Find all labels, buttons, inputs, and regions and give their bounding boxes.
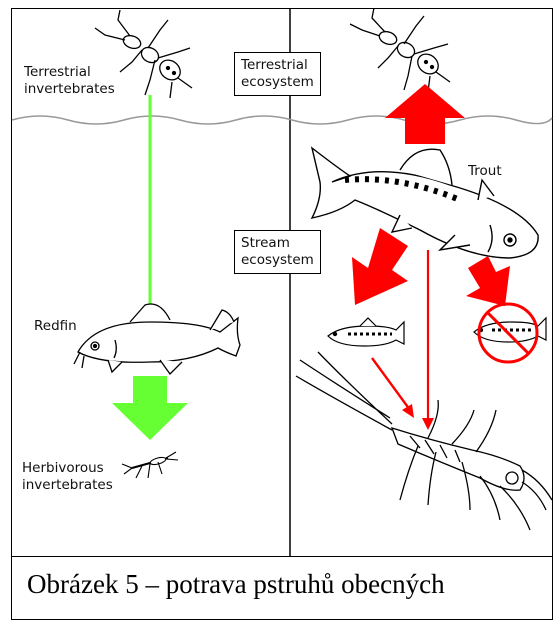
stream-ecosystem-line2: ecosystem — [241, 252, 314, 269]
herbivorous-invertebrates-label: Herbivorous invertebrates — [22, 460, 113, 494]
herbivorous-invertebrates-line2: invertebrates — [22, 477, 113, 494]
terrestrial-ecosystem-box: Terrestrial ecosystem — [234, 52, 321, 96]
small-fish-icon — [328, 318, 404, 346]
herbivorous-invertebrates-line1: Herbivorous — [22, 460, 113, 477]
terrestrial-invertebrates-line1: Terrestrial — [24, 64, 115, 81]
redfin-label: Redfin — [34, 318, 77, 335]
small-larva-icon — [122, 452, 178, 478]
figure-caption: Obrázek 5 – potrava pstruhů obecných — [27, 569, 445, 600]
ant-icon — [350, 8, 450, 92]
red-up-arrow — [385, 84, 465, 144]
water-surface-line — [12, 116, 552, 124]
mayfly-larva-icon — [296, 352, 552, 530]
red-down-arrow-left — [352, 228, 408, 305]
trout-label: Trout — [468, 163, 502, 180]
green-arrow — [112, 376, 188, 440]
stream-ecosystem-line1: Stream — [241, 235, 314, 252]
figure-caption-box: Obrázek 5 – potrava pstruhů obecných — [11, 556, 553, 620]
red-diagonal-line — [372, 358, 410, 410]
terrestrial-invertebrates-label: Terrestrial invertebrates — [24, 64, 115, 98]
redfin-fish-icon — [74, 304, 240, 374]
terrestrial-invertebrates-line2: invertebrates — [24, 81, 115, 98]
crossed-out-fish-icon — [474, 304, 546, 362]
trout-fish-icon — [312, 148, 538, 258]
stream-ecosystem-box: Stream ecosystem — [234, 230, 321, 274]
red-down-arrow-right — [466, 256, 510, 306]
terrestrial-ecosystem-line2: ecosystem — [241, 74, 314, 91]
terrestrial-ecosystem-line1: Terrestrial — [241, 57, 314, 74]
